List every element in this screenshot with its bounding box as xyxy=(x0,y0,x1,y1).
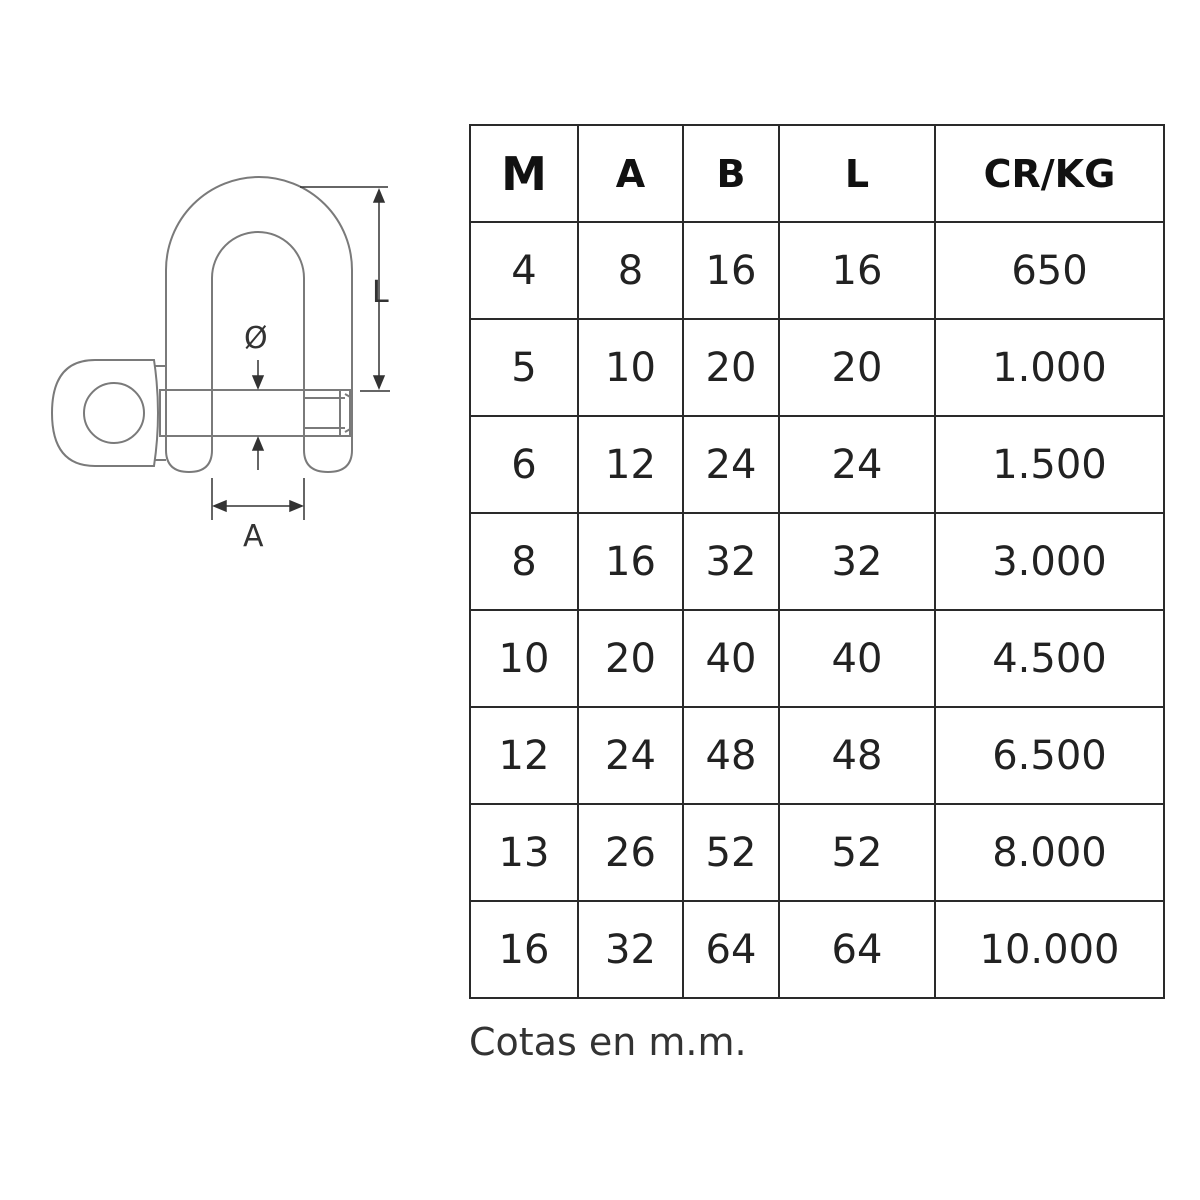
table-cell: 6.500 xyxy=(934,706,1165,805)
table-cell: 32 xyxy=(778,512,936,611)
table-cell: 8.000 xyxy=(934,803,1165,902)
table-cell: 16 xyxy=(577,512,684,611)
shackle-pin-eye xyxy=(50,359,159,467)
table-cell: 48 xyxy=(778,706,936,805)
label-L: L xyxy=(372,275,389,310)
table-cell: 24 xyxy=(577,706,684,805)
table-cell: 16 xyxy=(469,900,579,999)
table-cell: 26 xyxy=(577,803,684,902)
table-cell: 3.000 xyxy=(934,512,1165,611)
shackle-pin xyxy=(159,389,351,437)
table-row: 4 8 16 16 650 xyxy=(469,221,1165,320)
table-cell: 16 xyxy=(778,221,936,320)
table-cell: 10 xyxy=(577,318,684,417)
table-cell: 10.000 xyxy=(934,900,1165,999)
column-header-l: L xyxy=(778,124,936,223)
table-cell: 52 xyxy=(682,803,780,902)
table-cell: 32 xyxy=(682,512,780,611)
table-cell: 5 xyxy=(469,318,579,417)
table-cell: 20 xyxy=(682,318,780,417)
label-diameter: Ø xyxy=(244,321,268,356)
table-cell: 48 xyxy=(682,706,780,805)
table-cell: 8 xyxy=(577,221,684,320)
table-cell: 4 xyxy=(469,221,579,320)
table-cell: 13 xyxy=(469,803,579,902)
shackle-diagram: L Ø A xyxy=(50,176,390,554)
table-row: 16 32 64 64 10.000 xyxy=(469,900,1165,999)
table-row: 10 20 40 40 4.500 xyxy=(469,609,1165,708)
shackle-left-leg-end xyxy=(165,449,213,474)
shackle-spec-table: M A B L CR/KG 4 8 16 16 650 5 10 20 20 1… xyxy=(469,124,1165,999)
table-cell: 12 xyxy=(577,415,684,514)
table-cell: 32 xyxy=(577,900,684,999)
table-row: 5 10 20 20 1.000 xyxy=(469,318,1165,417)
table-cell: 6 xyxy=(469,415,579,514)
table-cell: 40 xyxy=(682,609,780,708)
column-header-b: B xyxy=(682,124,780,223)
table-row: 6 12 24 24 1.500 xyxy=(469,415,1165,514)
table-row: 13 26 52 52 8.000 xyxy=(469,803,1165,902)
column-header-cr-kg: CR/KG xyxy=(934,124,1165,223)
table-cell: 12 xyxy=(469,706,579,805)
table-cell: 52 xyxy=(778,803,936,902)
table-row: 8 16 32 32 3.000 xyxy=(469,512,1165,611)
table-cell: 16 xyxy=(682,221,780,320)
table-cell: 1.000 xyxy=(934,318,1165,417)
units-footnote: Cotas en m.m. xyxy=(469,1020,747,1064)
shackle-bow-inner xyxy=(211,231,305,450)
table-cell: 20 xyxy=(577,609,684,708)
table-cell: 8 xyxy=(469,512,579,611)
table-header-row: M A B L CR/KG xyxy=(469,124,1165,223)
column-header-m: M xyxy=(469,124,579,223)
table-cell: 24 xyxy=(778,415,936,514)
table-cell: 20 xyxy=(778,318,936,417)
table-cell: 64 xyxy=(682,900,780,999)
shackle-pin-eye-hole xyxy=(83,382,145,444)
table-cell: 24 xyxy=(682,415,780,514)
shackle-right-leg-end xyxy=(303,449,353,474)
label-A: A xyxy=(243,519,264,554)
table-row: 12 24 48 48 6.500 xyxy=(469,706,1165,805)
table-cell: 650 xyxy=(934,221,1165,320)
shackle-bow-outer xyxy=(165,176,353,450)
table-cell: 64 xyxy=(778,900,936,999)
table-cell: 1.500 xyxy=(934,415,1165,514)
table-cell: 10 xyxy=(469,609,579,708)
table-cell: 40 xyxy=(778,609,936,708)
table-cell: 4.500 xyxy=(934,609,1165,708)
column-header-a: A xyxy=(577,124,684,223)
